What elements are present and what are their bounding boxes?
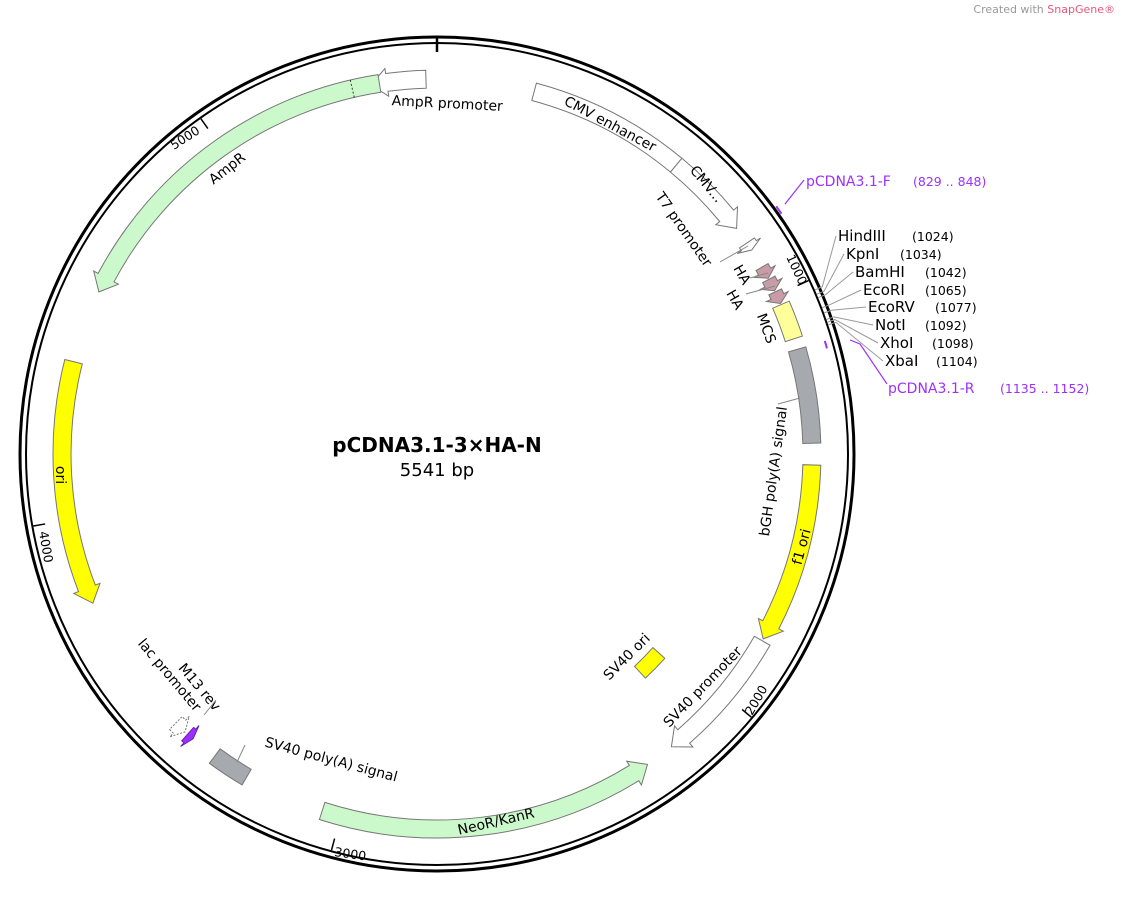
primer-range: (1135 .. 1152) [1000, 381, 1089, 396]
primer-range: (829 .. 848) [913, 174, 986, 189]
enzyme-ecorv[interactable]: EcoRV (1077) [868, 298, 977, 316]
backbone-outer [18, 35, 856, 873]
feature-neor-kanr[interactable] [318, 760, 649, 839]
feature-sv40-poly-a-signal[interactable] [208, 748, 252, 786]
tick-mark-3000 [330, 838, 336, 851]
enzyme-line [823, 306, 867, 314]
enzyme-noti[interactable]: NotI (1092) [875, 316, 967, 334]
tick-mark-5000 [200, 118, 209, 130]
enzyme-hindiii[interactable]: HindIII (1024) [838, 227, 954, 245]
feature-f1-ori[interactable] [757, 464, 822, 640]
feature-ori[interactable] [52, 358, 101, 604]
primer-arc [775, 205, 783, 215]
primer-forward[interactable]: pCDNA3.1-F (829 .. 848) [806, 174, 986, 190]
snapgene-watermark: Created with SnapGene® [973, 3, 1115, 16]
primer-marks [775, 205, 828, 349]
enzyme-position: (1065) [925, 283, 967, 298]
enzyme-position: (1077) [935, 300, 977, 315]
enzyme-xbai[interactable]: XbaI (1104) [885, 352, 978, 370]
enzyme-name: HindIII [838, 227, 886, 245]
ampr-divider [349, 79, 355, 98]
watermark-brand: SnapGene® [1047, 3, 1115, 16]
primer-name: pCDNA3.1-R [888, 381, 975, 397]
enzyme-line [827, 319, 879, 344]
enzyme-line [816, 253, 845, 295]
feature-cmv[interactable] [669, 157, 739, 229]
watermark-prefix: Created with [973, 3, 1048, 16]
enzyme-position: (1098) [932, 336, 974, 351]
enzyme-xhoi[interactable]: XhoI (1098) [880, 334, 974, 352]
label-ha-2: HA [723, 287, 747, 313]
label-f1-ori: f1 ori [790, 527, 815, 566]
enzyme-name: BamHI [855, 263, 905, 281]
enzyme-position: (1024) [912, 229, 954, 244]
feature-m13-rev[interactable] [180, 725, 200, 747]
enzyme-position: (1092) [925, 318, 967, 333]
primer-leaders [784, 179, 888, 385]
enzyme-line [826, 316, 874, 326]
feature-ha[interactable] [764, 288, 790, 305]
primer-name: pCDNA3.1-F [806, 174, 891, 190]
feature-lac-promoter[interactable] [168, 715, 190, 738]
label-cmv-enhancer: CMV enhancer [561, 94, 659, 156]
feature-sv40-promoter[interactable] [670, 635, 771, 748]
features [52, 67, 822, 839]
primer-arc [823, 340, 828, 349]
tick-mark-2000 [741, 708, 752, 718]
enzyme-name: EcoRI [863, 281, 905, 299]
enzyme-bamhi[interactable]: BamHI (1042) [855, 263, 967, 281]
label-ampr-promoter: AmpR promoter [391, 93, 503, 115]
primer-reverse[interactable]: pCDNA3.1-R (1135 .. 1152) [888, 381, 1089, 397]
label-ha-1: HA [730, 262, 754, 288]
enzyme-ecori[interactable]: EcoRI (1065) [863, 281, 967, 299]
enzyme-position: (1034) [900, 247, 942, 262]
label-mcs: MCS [753, 311, 779, 345]
enzyme-name: XhoI [880, 334, 913, 352]
label-ori: ori [52, 466, 68, 484]
enzyme-line [821, 289, 862, 309]
enzyme-line [814, 235, 837, 291]
feature-ha[interactable] [758, 275, 784, 292]
backbone [18, 35, 856, 873]
tick-mark-1000 [797, 279, 809, 287]
feature-ha[interactable] [752, 262, 777, 279]
enzyme-name: XbaI [885, 352, 918, 370]
feature-leaders [203, 245, 801, 763]
plasmid-length: 5541 bp [400, 460, 474, 481]
enzyme-name: KpnI [846, 245, 879, 263]
feature-sv40-ori[interactable] [633, 646, 666, 679]
tick-label-3000: 3000 [334, 844, 368, 863]
label-sv40-polya: SV40 poly(A) signal [263, 735, 399, 786]
tick-label-4000: 4000 [36, 530, 56, 564]
tick-mark-4000 [33, 523, 46, 527]
enzyme-position: (1042) [925, 265, 967, 280]
plasmid-name: pCDNA3.1-3×HA-N [332, 433, 541, 457]
enzyme-line [818, 271, 854, 299]
feature-t7-promoter[interactable] [736, 237, 761, 254]
enzyme-line [828, 321, 884, 362]
enzyme-lines [814, 235, 884, 362]
enzyme-position: (1104) [936, 354, 978, 369]
label-bgh-polya: bGH poly(A) signal [757, 406, 791, 538]
feature-mcs[interactable] [772, 300, 804, 343]
enzyme-kpni[interactable]: KpnI (1034) [846, 245, 942, 263]
enzyme-name: EcoRV [868, 298, 916, 316]
enzyme-name: NotI [875, 316, 906, 334]
tick-label-5000: 5000 [167, 123, 202, 153]
ticks [33, 118, 809, 851]
feature-ampr[interactable] [92, 74, 382, 293]
feature-bgh-poly-a-signal[interactable] [787, 346, 822, 445]
